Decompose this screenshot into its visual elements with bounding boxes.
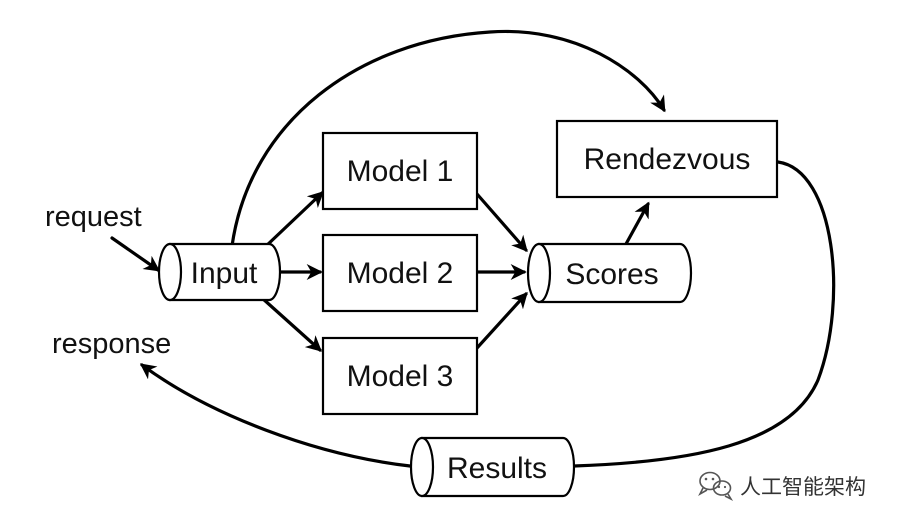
input-to-model3-arrow: [260, 296, 322, 352]
watermark: 人工智能架构: [698, 471, 866, 501]
results-node: Results: [409, 436, 576, 498]
input-node: Input: [157, 242, 282, 302]
results-to-response-arc: [139, 363, 412, 468]
rendezvous-to-results-arc: [572, 160, 836, 468]
scores-node: Scores: [526, 242, 693, 304]
watermark-text: 人工智能架构: [740, 475, 866, 499]
edges: [110, 29, 836, 468]
model2-node: Model 2: [321, 233, 479, 313]
input-to-model1-arrow: [263, 191, 324, 249]
input-label: Input: [191, 257, 258, 290]
model1-node: Model 1: [321, 131, 479, 211]
wechat-icon: [698, 471, 734, 501]
model3-label: Model 3: [347, 360, 454, 393]
rendezvous-label: Rendezvous: [584, 143, 751, 176]
scores-to-rendezvous-arrow: [624, 201, 650, 246]
model1-to-scores-arrow: [475, 192, 528, 253]
input-to-rendezvous-arc: [230, 29, 666, 248]
model3-to-scores-arrow: [475, 292, 528, 350]
model2-label: Model 2: [347, 257, 454, 290]
response-label: response: [52, 328, 171, 360]
results-label: Results: [447, 452, 547, 485]
request-label: request: [45, 201, 142, 233]
rendezvous-node: Rendezvous: [555, 119, 779, 199]
request-arrow: [110, 236, 161, 272]
scores-label: Scores: [565, 258, 658, 291]
model1-label: Model 1: [347, 155, 454, 188]
model3-node: Model 3: [321, 336, 479, 416]
